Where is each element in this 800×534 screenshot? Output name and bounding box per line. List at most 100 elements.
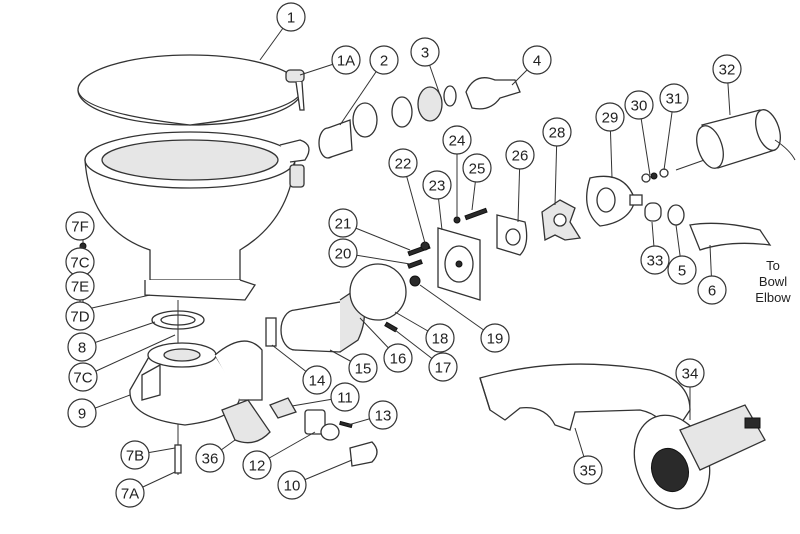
callout-7f: 7F	[65, 211, 95, 241]
callout-circle	[697, 275, 727, 305]
callout-circle	[277, 470, 307, 500]
callout-circle	[573, 455, 603, 485]
callout-7e: 7E	[65, 271, 95, 301]
callout-circle	[242, 450, 272, 480]
callout-circle	[67, 332, 97, 362]
callout-label: 13	[375, 408, 392, 425]
hose	[689, 222, 772, 251]
callout-36: 36	[195, 443, 225, 473]
callout-2: 2	[369, 45, 399, 75]
callout-label: 7B	[126, 448, 144, 465]
callout-label: 24	[449, 133, 466, 150]
callout-circle	[480, 323, 510, 353]
callout-label: 19	[487, 331, 504, 348]
callout-label: 7C	[70, 255, 89, 272]
callout-label: 1A	[337, 53, 355, 70]
callout-label: 34	[682, 366, 699, 383]
callout-7a: 7A	[115, 478, 145, 508]
callout-label: 22	[395, 156, 412, 173]
callout-circle	[712, 54, 742, 84]
callout-label: 20	[335, 246, 352, 263]
callout-31: 31	[659, 83, 689, 113]
callout-1a: 1A	[331, 45, 361, 75]
note-line: Elbow	[755, 290, 791, 305]
callout-23: 23	[422, 170, 452, 200]
callout-circle	[330, 382, 360, 412]
callout-label: 5	[678, 263, 686, 280]
toilet-seat-lid	[77, 54, 305, 126]
callout-11: 11	[330, 382, 360, 412]
callout-circle	[624, 90, 654, 120]
callout-label: 21	[335, 216, 352, 233]
callout-7c: 7C	[65, 247, 95, 277]
callout-label: 8	[78, 340, 86, 357]
callout-label: 1	[287, 10, 295, 27]
callout-circle	[388, 148, 418, 178]
pump-housing	[586, 175, 643, 227]
toilet-bowl	[84, 131, 310, 301]
callout-circle	[383, 343, 413, 373]
callout-15: 15	[348, 353, 378, 383]
callout-21: 21	[328, 208, 358, 238]
callout-label: 26	[512, 148, 529, 165]
callout-label: 15	[355, 361, 372, 378]
callout-1: 1	[276, 2, 306, 32]
callout-17: 17	[428, 352, 458, 382]
callout-label: 3	[421, 45, 429, 62]
callout-35: 35	[573, 455, 603, 485]
callout-circle	[276, 2, 306, 32]
callout-circle	[302, 365, 332, 395]
callout-label: 32	[719, 62, 736, 79]
callout-circle	[640, 245, 670, 275]
callout-circle	[328, 238, 358, 268]
callout-label: 28	[549, 125, 566, 142]
callout-circle	[428, 352, 458, 382]
callout-circle	[422, 170, 452, 200]
callout-13: 13	[368, 400, 398, 430]
callout-circle	[195, 443, 225, 473]
callout-circle	[505, 140, 535, 170]
callout-24: 24	[442, 125, 472, 155]
callout-circle	[410, 37, 440, 67]
callout-label: 14	[309, 373, 326, 390]
impeller	[541, 199, 582, 242]
callout-8: 8	[67, 332, 97, 362]
callout-7b: 7B	[120, 440, 150, 470]
callout-label: 25	[469, 161, 486, 178]
callout-label: 9	[78, 406, 86, 423]
callout-label: 36	[202, 451, 219, 468]
pump-plate	[437, 227, 481, 301]
callout-32: 32	[712, 54, 742, 84]
callout-12: 12	[242, 450, 272, 480]
callout-label: 2	[380, 53, 388, 70]
callout-circle	[522, 45, 552, 75]
callout-circle	[67, 398, 97, 428]
callout-label: 11	[337, 390, 353, 407]
callout-16: 16	[383, 343, 413, 373]
callout-circle	[675, 358, 705, 388]
pump-body	[265, 289, 365, 353]
callout-label: 7C	[73, 370, 92, 387]
callout-26: 26	[505, 140, 535, 170]
callout-25: 25	[462, 153, 492, 183]
callout-circle	[462, 153, 492, 183]
discharge-fittings	[318, 77, 521, 159]
callout-7c: 7C	[68, 362, 98, 392]
callout-22: 22	[388, 148, 418, 178]
to-bowl-elbow-note: To Bowl Elbow	[748, 258, 798, 306]
callout-label: 10	[284, 478, 301, 495]
callout-circle	[120, 440, 150, 470]
callout-33: 33	[640, 245, 670, 275]
callout-5: 5	[667, 255, 697, 285]
callout-circle	[65, 211, 95, 241]
callout-label: 7D	[70, 309, 89, 326]
callout-circle	[667, 255, 697, 285]
callout-10: 10	[277, 470, 307, 500]
callout-circle	[328, 208, 358, 238]
pump-base	[129, 340, 271, 444]
callout-circle	[542, 117, 572, 147]
hose-adapter	[644, 202, 662, 222]
callout-20: 20	[328, 238, 358, 268]
callout-circle	[425, 323, 455, 353]
